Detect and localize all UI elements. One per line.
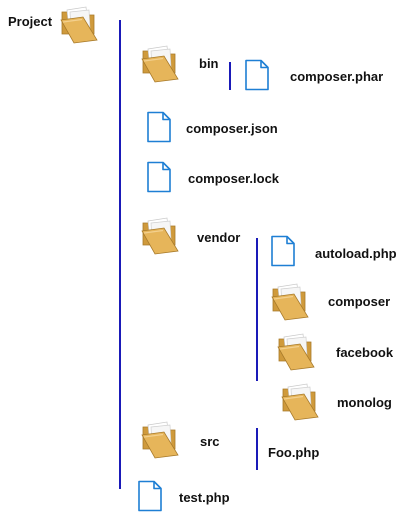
project-tree-line	[119, 20, 121, 489]
folder-icon	[276, 330, 316, 371]
composer-dir-label: composer	[328, 294, 391, 309]
document-icon	[146, 111, 172, 143]
folder-icon	[280, 380, 320, 421]
folder-icon	[270, 280, 310, 321]
document-icon	[270, 235, 296, 267]
vendor-tree-line	[256, 238, 258, 381]
composer-lock-label: composer.lock	[188, 171, 280, 186]
document-icon	[146, 161, 172, 193]
folder-icon	[140, 214, 180, 255]
monolog-label: monolog	[337, 395, 392, 410]
project-label: Project	[8, 14, 53, 29]
document-icon	[137, 480, 163, 512]
test-php-label: test.php	[179, 490, 230, 505]
vendor-label: vendor	[197, 230, 241, 245]
bin-tree-line	[229, 62, 231, 90]
folder-icon	[140, 42, 180, 83]
folder-icon	[59, 3, 99, 44]
composer-json-label: composer.json	[186, 121, 278, 136]
composer-phar-label: composer.phar	[290, 69, 384, 84]
foo-php-label: Foo.php	[268, 445, 320, 460]
folder-icon	[140, 418, 180, 459]
facebook-label: facebook	[336, 345, 394, 360]
bin-label: bin	[199, 56, 219, 71]
autoload-php-label: autoload.php	[315, 246, 397, 261]
src-label: src	[200, 434, 220, 449]
src-tree-line	[256, 428, 258, 470]
document-icon	[244, 59, 270, 91]
